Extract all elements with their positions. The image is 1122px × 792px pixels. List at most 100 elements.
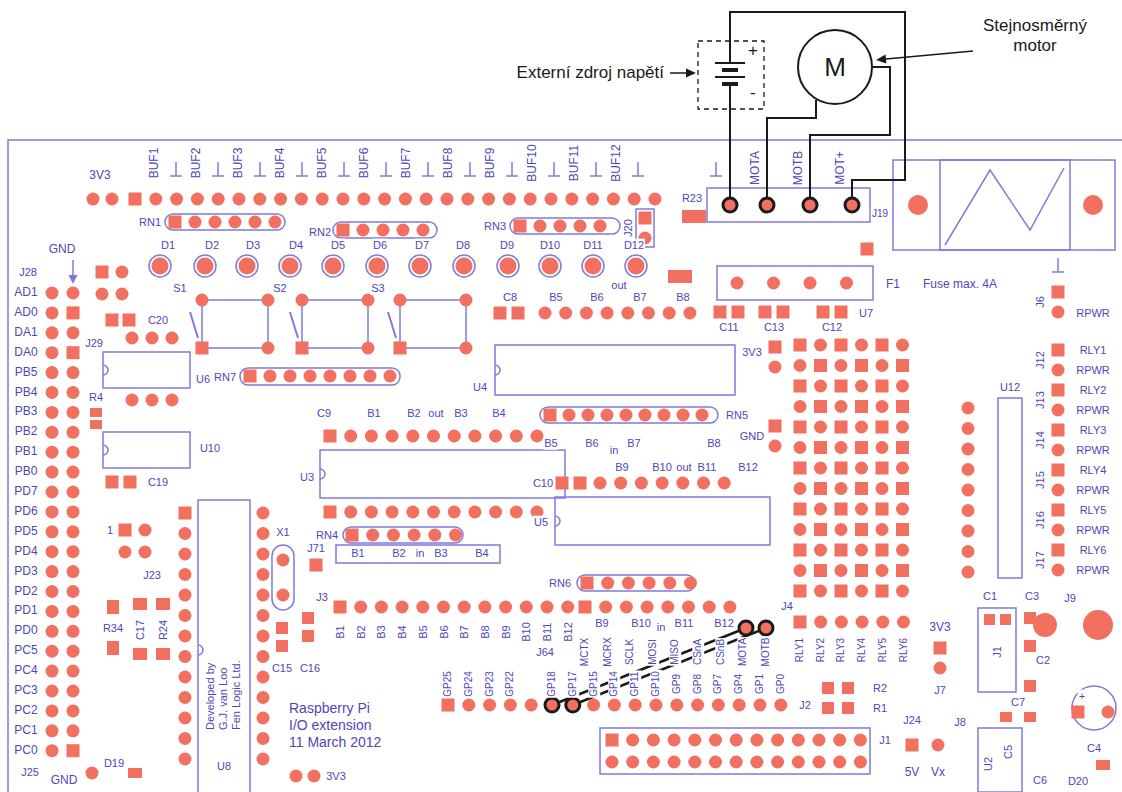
pcb-label: GP8 xyxy=(692,673,704,695)
round-pad xyxy=(166,332,179,345)
round-pad xyxy=(489,506,502,519)
round-pad xyxy=(730,756,743,769)
round-pad xyxy=(46,386,59,399)
pcb-label: AD1 xyxy=(13,286,38,300)
pcb-label: PD1 xyxy=(13,604,38,618)
pcb-label: J16 xyxy=(1034,510,1047,530)
pcb-label: B11 xyxy=(541,622,554,643)
pcb-label: PD6 xyxy=(13,505,38,519)
round-pad xyxy=(257,712,270,725)
round-pad xyxy=(46,446,59,459)
round-pad xyxy=(814,339,827,352)
round-pad xyxy=(46,406,59,419)
square-pad xyxy=(835,380,848,393)
switch-lever xyxy=(388,312,396,338)
round-pad xyxy=(277,589,290,602)
round-pad xyxy=(896,462,909,475)
pcb-label: RN7 xyxy=(213,371,237,384)
round-pad xyxy=(668,734,681,747)
pcb-label: RPWR xyxy=(1075,524,1111,537)
fuse-pad xyxy=(908,195,928,215)
round-pad xyxy=(46,585,59,598)
pcb-label: 1 xyxy=(106,524,114,537)
round-pad xyxy=(149,193,162,206)
pcb-label: J3 xyxy=(315,591,329,604)
pcb-label: D6 xyxy=(372,239,388,252)
pcb-label: R2 xyxy=(872,682,888,695)
led-pad xyxy=(542,258,559,275)
led-outline xyxy=(322,255,344,277)
round-pad xyxy=(191,193,204,206)
round-pad xyxy=(546,699,559,712)
round-pad xyxy=(510,430,523,443)
pcb-label: PB3 xyxy=(14,405,39,419)
square-pad xyxy=(769,420,782,433)
pcb-label: PB1 xyxy=(14,445,39,459)
square-pad xyxy=(835,462,848,475)
round-pad xyxy=(962,504,975,517)
round-pad xyxy=(835,359,848,372)
jumper-wire xyxy=(552,628,746,705)
led-pad xyxy=(412,258,429,275)
pcb-label: PC1 xyxy=(13,724,38,738)
pcb-label: J4 xyxy=(780,600,794,613)
outline xyxy=(198,500,250,792)
pcb-label: B5 xyxy=(416,624,429,639)
pcb-label: B1 xyxy=(366,407,381,420)
round-pad xyxy=(896,380,909,393)
round-pad xyxy=(792,756,805,769)
round-pad xyxy=(696,409,709,422)
pcb-label: RLY5 xyxy=(1079,504,1108,517)
smd-pad xyxy=(1024,640,1036,652)
pcb-label: in xyxy=(656,621,667,634)
outline xyxy=(707,188,870,222)
pcb-label: U4 xyxy=(472,381,488,394)
pcb-label: BUF9 xyxy=(484,147,498,180)
pcb-label: U3 xyxy=(299,471,315,484)
ground-symbol xyxy=(595,162,597,176)
round-pad xyxy=(46,287,59,300)
pcb-label: PD0 xyxy=(13,624,38,638)
led-outline xyxy=(194,255,216,277)
pcb-label: BUF4 xyxy=(274,147,288,180)
pcb-label: BUF5 xyxy=(316,147,330,180)
ground-symbol xyxy=(506,175,518,177)
round-pad xyxy=(566,699,579,712)
smd-pad xyxy=(107,641,119,655)
chip-notch xyxy=(555,516,560,526)
led-pad xyxy=(456,258,473,275)
round-pad xyxy=(67,426,80,439)
round-pad xyxy=(1052,524,1065,537)
pcb-label: R23 xyxy=(681,192,703,205)
round-pad xyxy=(46,665,59,678)
round-pad xyxy=(296,294,309,307)
round-pad xyxy=(257,732,270,745)
square-pad xyxy=(934,642,947,655)
outline xyxy=(302,300,368,348)
square-pad xyxy=(835,585,848,598)
round-pad xyxy=(170,193,183,206)
outline xyxy=(940,160,1070,250)
pcb-label: F1 xyxy=(885,278,901,292)
round-pad xyxy=(365,506,378,519)
pcb-label: B8 xyxy=(706,437,721,450)
pcb-label: GP9 xyxy=(671,673,683,695)
smd-pad xyxy=(822,702,834,714)
pcb-label: B2 xyxy=(354,624,367,639)
ground-symbol xyxy=(590,175,602,177)
pcb-label: U6 xyxy=(195,373,211,386)
round-pad xyxy=(67,704,80,717)
round-pad xyxy=(460,342,473,355)
pcb-label: GP1 xyxy=(754,673,766,695)
pcb-label: J8 xyxy=(953,716,967,729)
pcb-label: B12 xyxy=(737,461,759,474)
round-pad xyxy=(179,712,192,725)
square-pad xyxy=(896,359,909,372)
round-pad xyxy=(733,699,746,712)
square-pad xyxy=(1072,706,1085,719)
outline xyxy=(103,432,190,468)
square-pad xyxy=(1052,464,1065,477)
round-pad xyxy=(257,548,270,561)
ground-symbol xyxy=(553,162,555,176)
pcb-label: B2 xyxy=(406,407,421,420)
